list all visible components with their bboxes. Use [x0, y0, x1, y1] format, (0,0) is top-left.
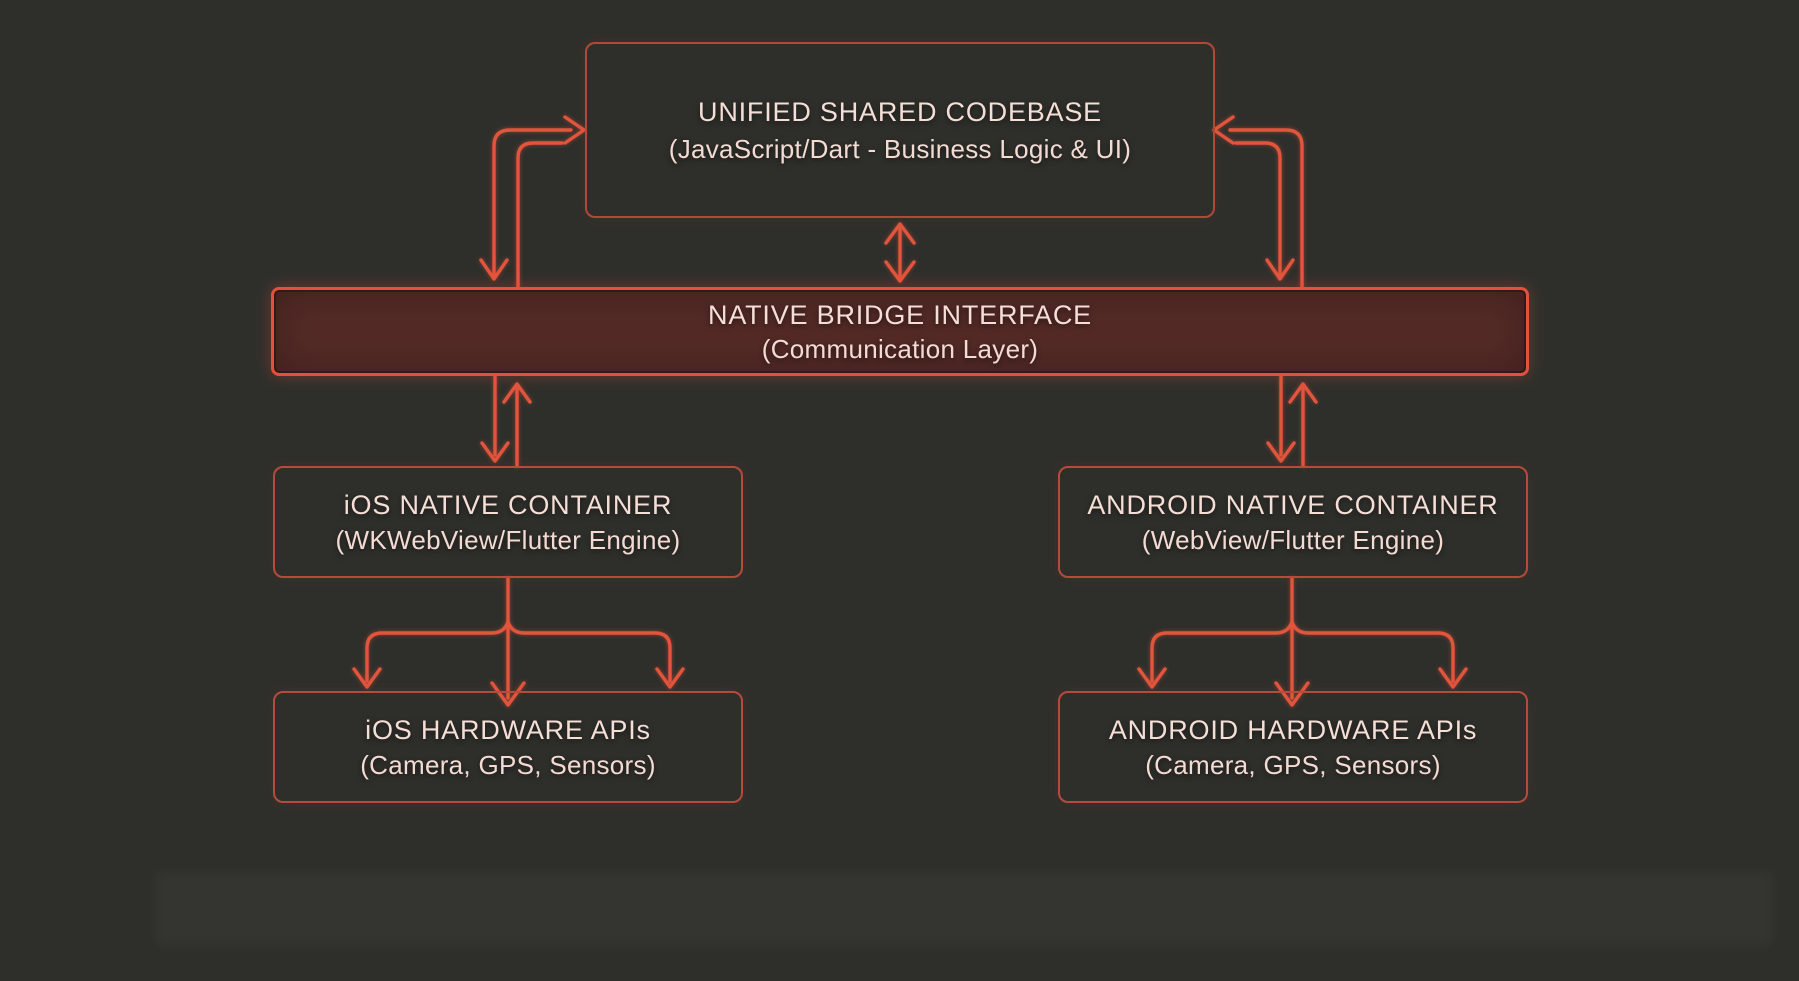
arrowhead-down-icon [352, 667, 382, 689]
android-native-container-box: ANDROID NATIVE CONTAINER (WebView/Flutte… [1058, 466, 1528, 578]
android-native-container-subtitle: (WebView/Flutter Engine) [1141, 524, 1445, 555]
arrow-android-container-hardware-branch [1137, 576, 1468, 707]
arrowhead-down-icon [1274, 681, 1310, 707]
android-native-container-title: ANDROID NATIVE CONTAINER [1087, 489, 1499, 520]
arrow-codebase-bridge-center [884, 222, 916, 283]
arrowhead-up-icon [1288, 382, 1318, 404]
arrowhead-down-icon [655, 667, 685, 689]
arrow-bridge-android-container [1266, 375, 1318, 468]
ios-hardware-apis-box: iOS HARDWARE APIs (Camera, GPS, Sensors) [273, 691, 743, 803]
ios-native-container-title: iOS NATIVE CONTAINER [343, 489, 673, 520]
arrowhead-down-icon [1266, 441, 1296, 463]
arrowhead-down-icon [490, 681, 526, 707]
ios-hardware-apis-subtitle: (Camera, GPS, Sensors) [360, 749, 656, 780]
android-hardware-apis-title: ANDROID HARDWARE APIs [1108, 714, 1478, 745]
arrowhead-up-icon [884, 222, 916, 245]
arrowhead-down-icon [884, 260, 916, 283]
android-hardware-apis-box: ANDROID HARDWARE APIs (Camera, GPS, Sens… [1058, 691, 1528, 803]
ios-hardware-apis-title: iOS HARDWARE APIs [365, 714, 651, 745]
arrowhead-down-icon [479, 258, 509, 281]
arrowhead-down-icon [1137, 667, 1167, 689]
native-bridge-interface-subtitle: (Communication Layer) [761, 333, 1039, 364]
arrowhead-down-icon [1438, 667, 1468, 689]
arrow-ios-container-hardware-branch [352, 576, 685, 707]
unified-shared-codebase-title: UNIFIED SHARED CODEBASE [698, 96, 1102, 127]
ios-native-container-box: iOS NATIVE CONTAINER (WKWebView/Flutter … [273, 466, 743, 578]
unified-shared-codebase-box: UNIFIED SHARED CODEBASE (JavaScript/Dart… [585, 42, 1215, 218]
android-hardware-apis-subtitle: (Camera, GPS, Sensors) [1145, 749, 1441, 780]
arrowhead-down-icon [1265, 258, 1295, 281]
arrow-codebase-bridge-left-loop [479, 115, 586, 289]
arrowhead-right-icon [563, 115, 586, 145]
unified-shared-codebase-subtitle: (JavaScript/Dart - Business Logic & UI) [668, 133, 1132, 164]
arrow-codebase-bridge-right-loop [1212, 115, 1304, 289]
native-bridge-interface-title: NATIVE BRIDGE INTERFACE [708, 299, 1092, 330]
native-bridge-interface-box: NATIVE BRIDGE INTERFACE (Communication L… [271, 287, 1529, 376]
arrowhead-down-icon [480, 441, 510, 463]
arrowhead-up-icon [502, 382, 532, 404]
ios-native-container-subtitle: (WKWebView/Flutter Engine) [335, 524, 681, 555]
arrow-bridge-ios-container [480, 375, 532, 468]
